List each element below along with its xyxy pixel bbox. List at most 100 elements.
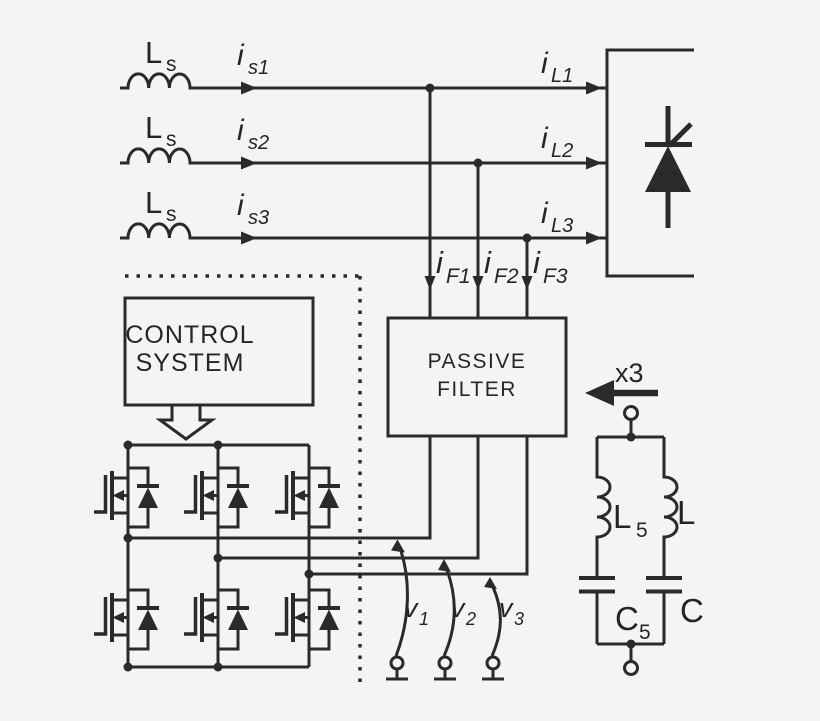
multiplier-label: x3 bbox=[615, 358, 644, 388]
v2-sub: 2 bbox=[465, 609, 476, 629]
is3-sub: s3 bbox=[248, 207, 269, 229]
v1-arrowhead-icon bbox=[391, 539, 405, 553]
source-current-labels: i s1 i s2 i s3 bbox=[237, 39, 269, 229]
v3-sub: 3 bbox=[514, 609, 524, 629]
il3-sub: L3 bbox=[551, 215, 573, 237]
v3-arrow-curve bbox=[490, 586, 502, 657]
v2-arrowhead-icon bbox=[438, 559, 451, 572]
junction-dot bbox=[123, 662, 133, 672]
is2-sub: s2 bbox=[248, 132, 269, 154]
phase2-wire bbox=[120, 147, 606, 165]
is1-label: i bbox=[237, 39, 245, 72]
if1-label: i bbox=[436, 245, 444, 280]
junction-dot bbox=[626, 432, 636, 442]
il2-sub: L2 bbox=[551, 140, 573, 162]
branch-inductor1-icon bbox=[595, 437, 612, 577]
inverter-bridge bbox=[92, 440, 342, 672]
branch-capacitor2-icon bbox=[646, 576, 682, 644]
v2-label: v bbox=[451, 593, 466, 623]
hollow-down-arrow-icon bbox=[155, 403, 217, 441]
phase3-load-arrow-icon bbox=[586, 231, 602, 245]
passive-filter-block: PASSIVE FILTER bbox=[386, 316, 568, 438]
thyristor-icon bbox=[645, 106, 693, 228]
phase3-arrow-icon bbox=[241, 231, 257, 245]
rectifier-load bbox=[605, 48, 694, 278]
l7-label: L bbox=[677, 494, 695, 531]
if3-label: i bbox=[533, 245, 541, 280]
dotted-boundary bbox=[125, 274, 362, 684]
control-system-box bbox=[123, 296, 315, 407]
phase3-wire bbox=[120, 222, 606, 240]
filter-current-labels: i F1 i F2 i F3 bbox=[436, 245, 568, 288]
junction-dot bbox=[213, 662, 223, 672]
if3-sub: F3 bbox=[543, 265, 568, 288]
inductor2-label: L bbox=[145, 110, 162, 145]
if2-sub: F2 bbox=[494, 265, 519, 288]
control-system-label-1: CONTROL bbox=[125, 321, 254, 349]
bridge-output-wires bbox=[123, 436, 529, 579]
junction-dot bbox=[626, 639, 636, 649]
inductor3-label: L bbox=[145, 185, 162, 220]
branch-capacitor1-icon bbox=[579, 576, 615, 644]
rectifier-box bbox=[605, 48, 694, 278]
junction-dot bbox=[123, 533, 133, 543]
output2-wire bbox=[218, 436, 480, 560]
phase1-arrow-icon bbox=[241, 81, 257, 95]
is3-label: i bbox=[237, 189, 245, 222]
passive-filter-label-2: FILTER bbox=[437, 378, 517, 401]
terminal-1-icon bbox=[386, 655, 408, 681]
is1-sub: s1 bbox=[248, 57, 269, 79]
filter-branch-detail: L 5 L C 5 C bbox=[579, 405, 704, 676]
line-current-labels: i L1 i L2 i L3 bbox=[541, 47, 573, 237]
passive-filter-label-1: PASSIVE bbox=[428, 350, 527, 373]
phase2-load-arrow-icon bbox=[586, 156, 602, 170]
left-arrowhead-icon bbox=[585, 380, 614, 406]
phase1-load-arrow-icon bbox=[586, 81, 602, 95]
terminal-2-icon bbox=[434, 655, 456, 681]
c5-sub: 5 bbox=[639, 621, 651, 644]
inductor3-sub: s bbox=[166, 203, 177, 226]
voltage-probes: v 1 v 2 v 3 bbox=[386, 539, 524, 681]
v1-arrow-curve bbox=[394, 550, 409, 657]
junction-dot bbox=[213, 553, 223, 563]
if1-sub: F1 bbox=[446, 265, 471, 288]
is2-label: i bbox=[237, 114, 245, 147]
if1-arrow-icon bbox=[424, 276, 436, 290]
junction-dot bbox=[213, 440, 223, 450]
phase1-wire bbox=[120, 72, 606, 90]
junction-dot bbox=[123, 440, 133, 450]
inductor1-label: L bbox=[145, 35, 162, 70]
v3-label: v bbox=[499, 593, 514, 623]
filter-tap-wires bbox=[424, 83, 533, 318]
il2-label: i bbox=[541, 122, 549, 155]
phase2-arrow-icon bbox=[241, 156, 257, 170]
branch-top-terminal-icon bbox=[623, 405, 639, 421]
control-system-block: CONTROL SYSTEM bbox=[123, 296, 315, 441]
junction-dot bbox=[522, 233, 532, 243]
c7-label: C bbox=[680, 592, 704, 629]
output1-wire bbox=[128, 436, 432, 540]
terminal-3-icon bbox=[482, 655, 504, 681]
v1-label: v bbox=[404, 593, 419, 623]
source-phase-lines bbox=[120, 72, 606, 245]
il3-label: i bbox=[541, 197, 549, 230]
junction-dot bbox=[425, 83, 435, 93]
l5-label: L bbox=[613, 498, 631, 535]
inductor1-sub: s bbox=[166, 53, 177, 76]
c5-label: C bbox=[615, 600, 639, 637]
control-system-label-2: SYSTEM bbox=[136, 349, 245, 377]
output3-wire bbox=[309, 436, 529, 576]
v3-arrowhead-icon bbox=[484, 577, 497, 589]
if2-label: i bbox=[484, 245, 492, 280]
v1-sub: 1 bbox=[419, 609, 429, 629]
junction-dot bbox=[304, 569, 314, 579]
passive-filter-box bbox=[386, 316, 568, 438]
l5-sub: 5 bbox=[636, 519, 648, 542]
inductor2-sub: s bbox=[166, 128, 177, 151]
v2-arrow-curve bbox=[442, 569, 456, 657]
junction-dot bbox=[473, 158, 483, 168]
il1-label: i bbox=[541, 47, 549, 80]
branch-bottom-terminal-icon bbox=[623, 660, 639, 676]
